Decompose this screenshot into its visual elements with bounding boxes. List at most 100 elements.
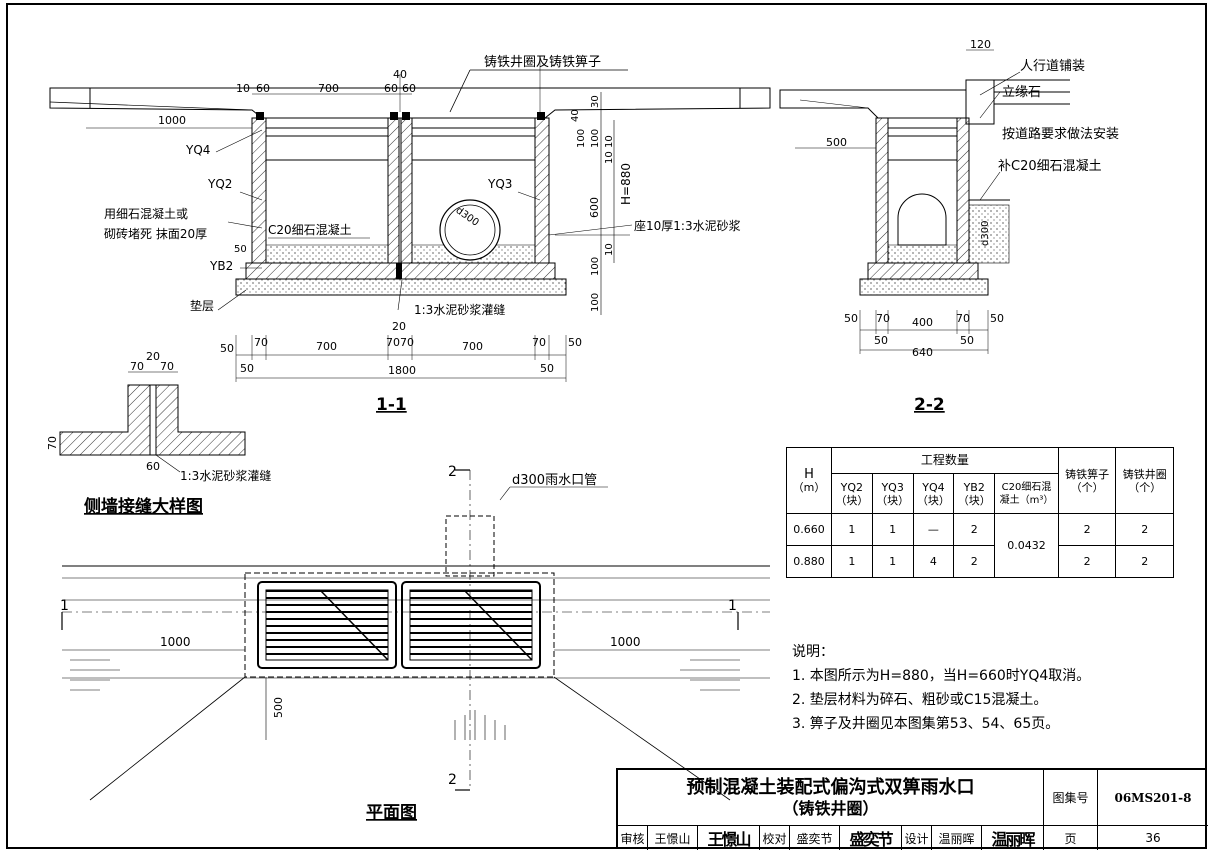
- joint-detail-title: 侧墙接缝大样图: [84, 496, 203, 517]
- dim-500-2-2: 500: [826, 136, 847, 149]
- dim-2-2-70a: 70: [876, 312, 890, 325]
- col-c20-unit: 凝土（m³）: [999, 494, 1054, 506]
- joint-dim-70b: 70: [160, 360, 174, 373]
- check-name: 盛奕节: [790, 826, 840, 850]
- dim-2-2-50d: 50: [960, 334, 974, 347]
- col-yq3-unit: （块）: [876, 493, 910, 507]
- col-yq2-name: YQ2: [840, 480, 864, 494]
- dim-right-10b: 10: [604, 151, 615, 164]
- table-row: 0.660 1 1 — 2 0.0432 2 2: [786, 513, 1174, 578]
- notes-title: 说明：: [792, 644, 834, 660]
- dim-20: 20: [392, 320, 406, 333]
- col-yq4-unit: （块）: [916, 493, 950, 507]
- dim-right-100c: 100: [590, 257, 601, 276]
- row2-yq4: 4: [912, 545, 955, 578]
- section-2-2-title: 2-2: [914, 395, 945, 415]
- joint-dim-20: 20: [146, 350, 160, 363]
- review-signature: 王憬山: [698, 826, 760, 850]
- row1-yq3: 1: [871, 513, 914, 546]
- row1-grate: 2: [1057, 513, 1117, 546]
- section-1-1: [49, 58, 771, 382]
- dim-bottom-50a: 50: [220, 342, 234, 355]
- h-header-cell: H（m）: [786, 447, 832, 514]
- dim-right-10a: 10: [604, 135, 615, 148]
- row2-grate: 2: [1057, 545, 1117, 578]
- plan-pipe-label: d300雨水口管: [512, 473, 597, 488]
- plug-note-2: 砌砖堵死 抹面20厚: [104, 226, 207, 241]
- joint-dim-60: 60: [146, 460, 160, 473]
- title-cell: 预制混凝土装配式偏沟式双箅雨水口 （铸铁井圈）: [618, 770, 1044, 826]
- mortar-bed-label: 座10厚1:3水泥砂浆: [634, 218, 741, 233]
- notes: 说明： 1. 本图所示为H=880，当H=660时YQ4取消。 2. 垫层材料为…: [792, 640, 1090, 736]
- dim-2-2-50c: 50: [874, 334, 888, 347]
- dim-bottom2-50a: 50: [240, 362, 254, 375]
- review-label: 审核: [618, 826, 648, 850]
- h-header: H: [804, 466, 814, 482]
- col-yq2: YQ2（块）: [830, 473, 873, 514]
- col-yq2-unit: （块）: [835, 493, 869, 507]
- drawing-title: 预制混凝土装配式偏沟式双箅雨水口: [686, 776, 975, 798]
- row1-yb2: 2: [953, 513, 996, 546]
- h-unit: （m）: [792, 480, 826, 494]
- dim-top-60c: 60: [402, 82, 416, 95]
- road-label: 按道路要求做法安装: [1002, 126, 1119, 142]
- plug-note-1: 用细石混凝土或: [104, 206, 188, 221]
- plan-dim-left: 1000: [160, 635, 191, 649]
- dim-right-100b: 100: [590, 129, 601, 148]
- col-yb2-name: YB2: [963, 480, 985, 494]
- row2-h: 0.880: [786, 545, 832, 578]
- sheet-border: [6, 3, 1207, 849]
- plan-dim-500: 500: [272, 697, 285, 718]
- row2-yq2: 1: [830, 545, 873, 578]
- atlas-number: 06MS201-8: [1098, 770, 1208, 826]
- dim-right-100d: 100: [590, 293, 601, 312]
- joint-detail: [59, 371, 246, 473]
- dim-bottom-70b: 70: [386, 336, 400, 349]
- label-yb2: YB2: [209, 259, 233, 273]
- dim-bottom-70d: 70: [532, 336, 546, 349]
- col-yb2: YB2（块）: [953, 473, 996, 514]
- joint-dim-70a: 70: [130, 360, 144, 373]
- plan-cut-1-left: 1: [60, 598, 69, 614]
- grate-callout: 铸铁井圈及铸铁箅子: [484, 54, 601, 70]
- joint-dim-70c: 70: [46, 436, 59, 450]
- col-yb2-unit: （块）: [957, 493, 991, 507]
- dim-2-2-50b: 50: [990, 312, 1004, 325]
- height-label: H=880: [619, 163, 633, 205]
- joint-label: 1:3水泥砂浆灌缝: [414, 302, 505, 317]
- dim-50-side: 50: [234, 244, 247, 255]
- dim-right-600: 600: [588, 197, 601, 218]
- dim-top-60: 60: [256, 82, 270, 95]
- col-yq4: YQ4（块）: [912, 473, 955, 514]
- dim-2-2-640: 640: [912, 346, 933, 359]
- label-yq2: YQ2: [207, 177, 232, 191]
- title-block: 预制混凝土装配式偏沟式双箅雨水口 （铸铁井圈） 图集号 06MS201-8 审核…: [616, 768, 1208, 850]
- dim-2-2-50a: 50: [844, 312, 858, 325]
- design-label: 设计: [902, 826, 932, 850]
- grate-header: 铸铁箅子: [1065, 467, 1110, 481]
- plan-cut-2-bottom: 2: [448, 772, 457, 788]
- section-2-2: [779, 49, 1070, 354]
- ring-header-cell: 铸铁井圈（个）: [1115, 447, 1174, 514]
- page-label: 页: [1044, 826, 1098, 850]
- curb-label: 立缘石: [1002, 85, 1041, 100]
- dim-top-700: 700: [318, 82, 339, 95]
- note-item-1: 1. 本图所示为H=880，当H=660时YQ4取消。: [792, 668, 1091, 684]
- dim-bottom-50b: 50: [568, 336, 582, 349]
- plan-title: 平面图: [366, 803, 417, 823]
- review-name: 王憬山: [648, 826, 698, 850]
- dim-top-10: 10: [236, 82, 250, 95]
- dim-right-100a: 100: [576, 129, 587, 148]
- label-cushion: 垫层: [190, 298, 214, 313]
- note-item-3: 3. 箅子及井圈见本图集第53、54、65页。: [792, 716, 1060, 732]
- grate-unit: （个）: [1070, 480, 1104, 494]
- dim-right-30: 30: [590, 95, 601, 108]
- paving-label: 人行道铺装: [1020, 59, 1085, 74]
- c20-value: 0.0432: [994, 513, 1059, 578]
- design-name: 温丽晖: [932, 826, 982, 850]
- dim-bottom2-1800: 1800: [388, 364, 416, 377]
- col-yq4-name: YQ4: [922, 480, 945, 494]
- plan-view: [61, 469, 770, 801]
- dim-top-60b: 60: [384, 82, 398, 95]
